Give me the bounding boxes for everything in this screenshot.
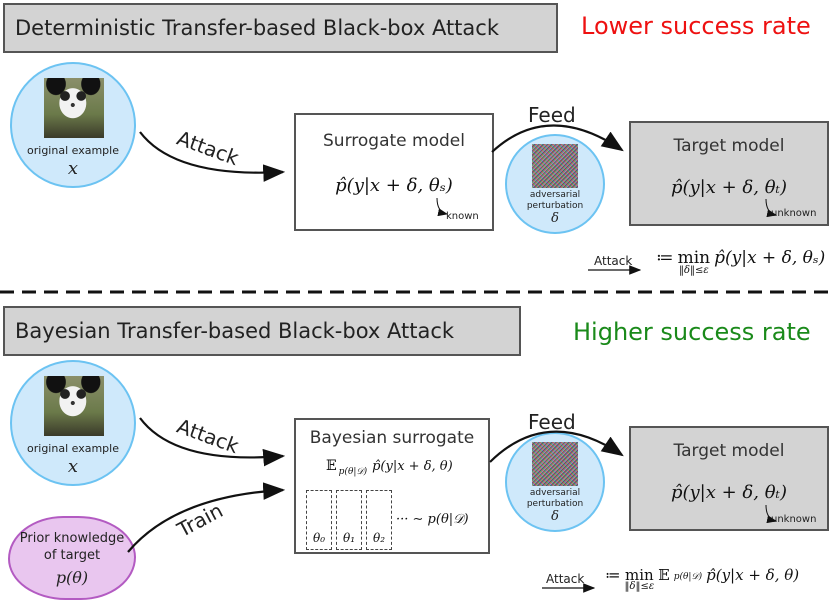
theta-label-0: θ₀ bbox=[312, 531, 326, 545]
bayes-surrogate-title: Bayesian surrogate bbox=[309, 428, 475, 448]
target-title: Target model bbox=[673, 136, 785, 156]
legend-prefix: ≔ bbox=[605, 566, 621, 584]
expect-rest: p̂(y|x + δ, θ) bbox=[372, 459, 453, 474]
bottom-attack-label: Attack bbox=[173, 413, 243, 459]
unknown-note: unknown bbox=[771, 208, 817, 219]
example-caption: original example bbox=[27, 442, 119, 455]
bottom-feed-label: Feed bbox=[528, 410, 576, 434]
legend-formula: p̂(y|x + δ, θ) bbox=[706, 566, 800, 584]
top-perturb-circle: adversarial perturbation δ bbox=[505, 134, 605, 234]
legend-formula: p̂(y|x + δ, θₛ) bbox=[714, 248, 826, 268]
perturb-caption-2: perturbation bbox=[526, 499, 584, 509]
legend-min-block: min ‖δ‖≤ε bbox=[625, 566, 655, 592]
target-formula: p̂(y|x + δ, θₜ) bbox=[670, 177, 788, 198]
example-var: x bbox=[67, 456, 79, 477]
perturb-caption-1: adversarial bbox=[529, 488, 581, 498]
legend-expect-sub: p(θ|𝒟) bbox=[673, 572, 703, 582]
legend-expect: 𝔼 bbox=[658, 566, 670, 584]
top-title: Deterministic Transfer-based Black-box A… bbox=[15, 16, 499, 40]
noise-image bbox=[532, 442, 578, 486]
theta-sample-1: θ₁ bbox=[336, 490, 362, 550]
bottom-title: Bayesian Transfer-based Black-box Attack bbox=[15, 319, 455, 343]
theta-sample-0: θ₀ bbox=[306, 490, 332, 550]
bottom-perturb-circle: adversarial perturbation δ bbox=[505, 432, 605, 532]
prior-line1: Prior knowledge bbox=[19, 531, 125, 546]
section-divider bbox=[0, 290, 831, 294]
bottom-legend-formula: ≔ min ‖δ‖≤ε 𝔼 p(θ|𝒟) p̂(y|x + δ, θ) bbox=[605, 566, 799, 592]
expect-sub: p(θ|𝒟) bbox=[338, 467, 368, 477]
perturb-caption-1: adversarial bbox=[529, 190, 581, 200]
prior-line2: of target bbox=[43, 548, 101, 563]
legend-min: min bbox=[677, 248, 711, 268]
bayesian-surrogate-box: Bayesian surrogate 𝔼 p(θ|𝒟) p̂(y|x + δ, … bbox=[294, 418, 490, 554]
prior-var: p(θ) bbox=[55, 568, 89, 587]
bottom-target-model-box: Target model p̂(y|x + δ, θₜ) unknown bbox=[629, 426, 829, 531]
top-legend-formula: ≔ min ‖δ‖≤ε p̂(y|x + δ, θₛ) bbox=[656, 248, 825, 276]
top-legend-label: Attack bbox=[594, 254, 633, 268]
legend-prefix: ≔ bbox=[656, 248, 674, 268]
surrogate-title: Surrogate model bbox=[323, 131, 465, 151]
legend-min-block: min ‖δ‖≤ε bbox=[678, 248, 711, 276]
example-var: x bbox=[67, 158, 79, 179]
known-note: known bbox=[446, 211, 479, 222]
top-rate-text: Lower success rate bbox=[581, 12, 811, 40]
panda-image bbox=[44, 376, 104, 436]
noise-image bbox=[532, 144, 578, 188]
bottom-title-box: Bayesian Transfer-based Black-box Attack bbox=[3, 306, 521, 356]
top-example-circle: original example x bbox=[10, 62, 136, 188]
theta-label-2: θ₂ bbox=[372, 531, 386, 545]
prior-knowledge-cloud: Prior knowledge of target p(θ) bbox=[8, 516, 136, 600]
target-formula: p̂(y|x + δ, θₜ) bbox=[670, 482, 788, 503]
top-attack-label: Attack bbox=[173, 125, 243, 171]
bottom-example-circle: original example x bbox=[10, 360, 136, 486]
bayes-surrogate-formula: 𝔼 p(θ|𝒟) p̂(y|x + δ, θ) bbox=[326, 458, 453, 477]
surrogate-formula: p̂(y|x + δ, θₛ) bbox=[335, 175, 453, 196]
target-title: Target model bbox=[673, 441, 785, 461]
unknown-note: unknown bbox=[771, 514, 817, 525]
target-model-box: Target model p̂(y|x + δ, θₜ) unknown bbox=[629, 121, 829, 226]
top-title-box: Deterministic Transfer-based Black-box A… bbox=[3, 3, 558, 53]
train-label: Train bbox=[173, 498, 227, 542]
expect-symbol: 𝔼 bbox=[326, 458, 337, 474]
panda-image bbox=[44, 78, 104, 138]
surrogate-model-box: Surrogate model p̂(y|x + δ, θₛ) known bbox=[294, 113, 494, 231]
perturb-var: δ bbox=[551, 509, 559, 524]
perturb-var: δ bbox=[551, 211, 559, 226]
example-caption: original example bbox=[27, 144, 119, 157]
bottom-rate-text: Higher success rate bbox=[573, 318, 811, 346]
dist-text: ··· ∼ p(θ|𝒟) bbox=[396, 512, 469, 527]
legend-min: min bbox=[625, 566, 654, 584]
top-feed-label: Feed bbox=[528, 103, 576, 127]
bottom-legend-label: Attack bbox=[546, 572, 585, 586]
legend-sub: ‖δ‖≤ε bbox=[624, 581, 655, 592]
legend-sub: ‖δ‖≤ε bbox=[678, 265, 709, 276]
theta-sample-2: θ₂ bbox=[366, 490, 392, 550]
perturb-caption-2: perturbation bbox=[526, 201, 584, 211]
theta-label-1: θ₁ bbox=[342, 531, 356, 545]
